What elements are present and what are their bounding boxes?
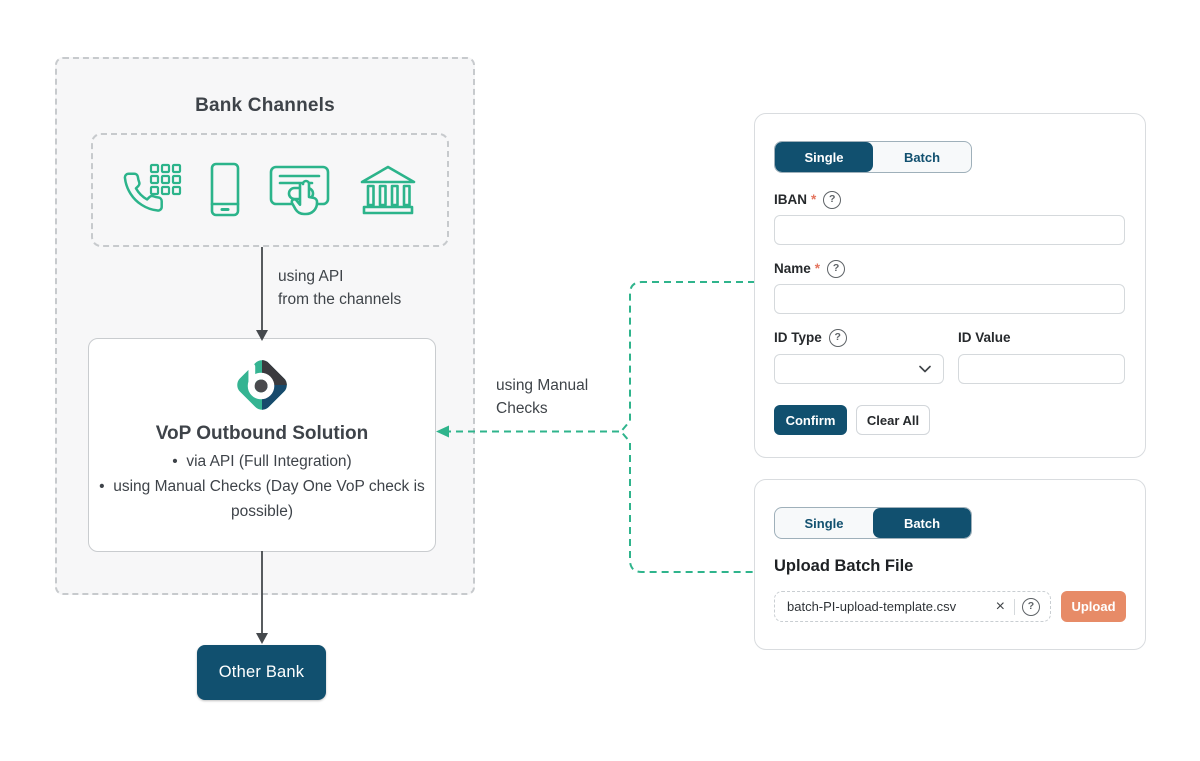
tab-single[interactable]: Single bbox=[775, 142, 873, 172]
iban-label-row: IBAN * ? bbox=[774, 190, 842, 209]
batch-file-name: batch-PI-upload-template.csv bbox=[787, 599, 957, 614]
iban-input[interactable] bbox=[774, 215, 1125, 245]
vop-title: VoP Outbound Solution bbox=[155, 423, 369, 444]
chevron-down-icon bbox=[919, 365, 931, 373]
help-icon[interactable]: ? bbox=[827, 259, 846, 278]
divider bbox=[1014, 598, 1015, 615]
name-input[interactable] bbox=[774, 284, 1125, 314]
mode-toggle: Single Batch bbox=[774, 507, 972, 539]
tab-single[interactable]: Single bbox=[804, 515, 844, 531]
upload-button[interactable]: Upload bbox=[1061, 591, 1126, 622]
vop-bullet: via API (Full Integration) bbox=[97, 449, 427, 474]
single-check-card: Single Batch IBAN * ? Name * ? ID Type ?… bbox=[754, 113, 1146, 458]
batch-upload-card: Single Batch Upload Batch File batch-PI-… bbox=[754, 479, 1146, 650]
clear-all-button[interactable]: Clear All bbox=[856, 405, 930, 435]
name-label-row: Name * ? bbox=[774, 259, 846, 278]
name-label: Name bbox=[774, 261, 811, 276]
help-icon[interactable]: ? bbox=[828, 328, 847, 347]
upload-batch-heading: Upload Batch File bbox=[774, 557, 914, 575]
id-value-input[interactable] bbox=[958, 354, 1125, 384]
bank-channels-title: Bank Channels bbox=[195, 95, 335, 116]
using-api-label: using API from the channels bbox=[278, 268, 402, 309]
bank-building-icon bbox=[360, 165, 416, 215]
required-marker: * bbox=[811, 192, 817, 207]
vop-bullet-list: via API (Full Integration) using Manual … bbox=[87, 449, 437, 524]
smartphone-icon bbox=[211, 162, 240, 217]
other-bank-button[interactable]: Other Bank bbox=[197, 645, 326, 700]
confirm-button[interactable]: Confirm bbox=[774, 405, 847, 435]
id-type-select[interactable] bbox=[774, 354, 944, 384]
help-icon[interactable]: ? bbox=[1022, 597, 1040, 616]
channels-box bbox=[91, 133, 449, 247]
id-value-label: ID Value bbox=[958, 330, 1011, 345]
vop-outbound-box: VoP Outbound Solution via API (Full Inte… bbox=[88, 338, 436, 552]
vop-logo-icon bbox=[233, 356, 291, 414]
tab-batch[interactable]: Batch bbox=[903, 149, 941, 165]
phone-keypad-icon bbox=[123, 163, 182, 212]
vop-bullet: using Manual Checks (Day One VoP check i… bbox=[97, 474, 427, 524]
manual-checks-connector bbox=[447, 281, 755, 573]
required-marker: * bbox=[814, 261, 821, 276]
help-icon[interactable]: ? bbox=[823, 190, 842, 209]
tab-batch[interactable]: Batch bbox=[873, 508, 971, 538]
id-value-label-row: ID Value bbox=[958, 329, 1011, 346]
card-tap-icon bbox=[269, 165, 329, 216]
iban-label: IBAN bbox=[774, 192, 807, 207]
id-type-label-row: ID Type ? bbox=[774, 328, 847, 347]
mode-toggle: Single Batch bbox=[774, 141, 972, 173]
batch-file-field[interactable]: batch-PI-upload-template.csv × ? bbox=[774, 591, 1051, 622]
id-type-label: ID Type bbox=[774, 330, 822, 345]
using-manual-checks-label: using Manual Checks bbox=[496, 377, 589, 418]
clear-file-icon[interactable]: × bbox=[995, 597, 1005, 615]
